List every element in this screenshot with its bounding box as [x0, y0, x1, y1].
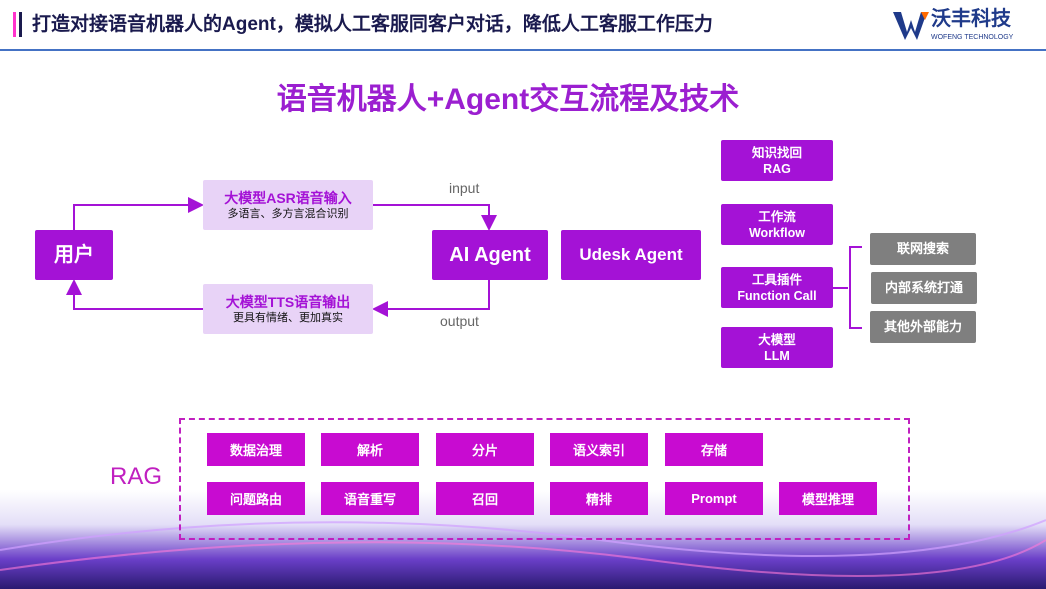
tool-internal-systems: 内部系统打通: [871, 272, 977, 304]
user-label: 用户: [54, 244, 94, 266]
header-accent-navy: [19, 12, 22, 37]
logo-w-icon: [893, 12, 929, 40]
capability-cn: 大模型: [758, 332, 796, 347]
rag-step: 语义索引: [550, 433, 648, 466]
main-title: 语音机器人+Agent交互流程及技术: [276, 83, 740, 116]
rag-step: 数据治理: [207, 433, 305, 466]
header-title: 打造对接语音机器人的Agent，模拟人工客服同客户对话，降低人工客服工作压力: [32, 14, 713, 35]
logo-en: WOFENG TECHNOLOGY: [931, 34, 1014, 41]
input-label: input: [449, 180, 480, 196]
logo-cn: 沃丰科技: [931, 8, 1011, 30]
rag-step: 语音重写: [321, 482, 419, 515]
capability-en: Function Call: [737, 288, 817, 303]
tool-other: 其他外部能力: [870, 311, 976, 343]
ai-agent-node: AI Agent: [432, 230, 548, 280]
asr-node: 大模型ASR语音输入 多语言、多方言混合识别: [203, 180, 373, 230]
user-node: 用户: [35, 230, 113, 280]
rag-step: 分片: [436, 433, 534, 466]
tts-node: 大模型TTS语音输出 更具有情绪、更加真实: [203, 284, 373, 334]
capability-en: LLM: [764, 348, 790, 363]
udesk-agent-label: Udesk Agent: [579, 244, 683, 264]
capability-cn: 工作流: [758, 209, 796, 224]
capability-cn: 工具插件: [751, 272, 802, 287]
ai-agent-label: AI Agent: [449, 244, 531, 266]
rag-step: Prompt: [665, 482, 763, 515]
asr-title: 大模型ASR语音输入: [224, 189, 352, 206]
output-label: output: [440, 313, 479, 329]
rag-step: 召回: [436, 482, 534, 515]
capability-cn: 知识找回: [751, 145, 802, 160]
tool-web-search: 联网搜索: [870, 233, 976, 265]
header-accent-pink: [13, 12, 16, 37]
rag-step: 精排: [550, 482, 648, 515]
capability-en: RAG: [763, 161, 791, 176]
udesk-agent-node: Udesk Agent: [561, 230, 701, 280]
rag-step: 存储: [665, 433, 763, 466]
logo: 沃丰科技 WOFENG TECHNOLOGY: [893, 8, 1038, 44]
rag-step: 模型推理: [779, 482, 877, 515]
rag-step: 问题路由: [207, 482, 305, 515]
capability-en: Workflow: [748, 225, 806, 240]
rag-label: RAG: [110, 463, 163, 490]
header-rule: [0, 49, 1046, 51]
rag-step: 解析: [321, 433, 419, 466]
asr-subtitle: 多语言、多方言混合识别: [227, 207, 349, 220]
tts-subtitle: 更具有情绪、更加真实: [233, 311, 343, 324]
tts-title: 大模型TTS语音输出: [225, 293, 351, 310]
rag-container: [179, 418, 910, 540]
